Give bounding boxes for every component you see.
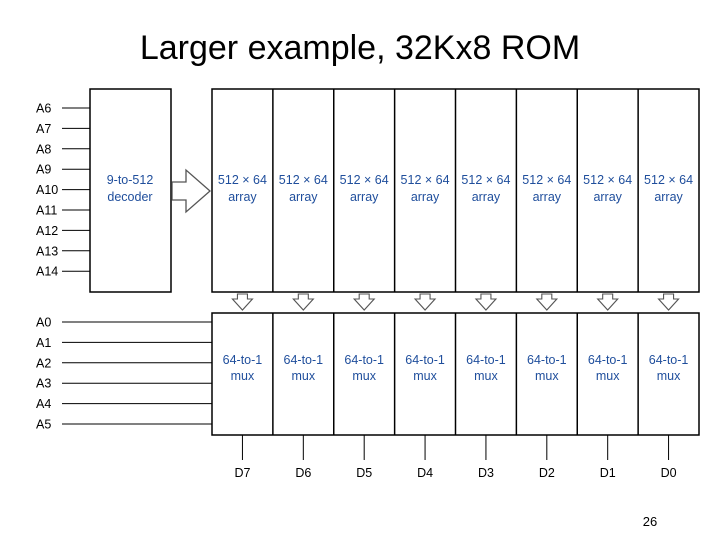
page-number: 26 bbox=[642, 514, 658, 529]
mux-select-label: A4 bbox=[36, 397, 51, 411]
output-label: D7 bbox=[234, 466, 250, 480]
mux-select-label: A5 bbox=[36, 418, 51, 432]
mux-label: 64-to-1 bbox=[588, 353, 628, 367]
mux-label: 64-to-1 bbox=[649, 353, 689, 367]
decoder-input-label: A13 bbox=[36, 244, 58, 258]
decoder-input-label: A10 bbox=[36, 183, 58, 197]
mux-label: mux bbox=[474, 369, 498, 383]
output-label: D4 bbox=[417, 466, 433, 480]
array-label: array bbox=[228, 190, 257, 204]
mux-label: mux bbox=[413, 369, 437, 383]
outputs-group: D7 D6 D5 D4 D3 D2 D1 D0 bbox=[234, 435, 677, 480]
array-label: 512 × 64 bbox=[401, 173, 450, 187]
decoder-input-label: A8 bbox=[36, 142, 51, 156]
decoder-input-label: A7 bbox=[36, 122, 51, 136]
array-to-mux-arrow bbox=[474, 293, 498, 311]
mux-label: 64-to-1 bbox=[405, 353, 445, 367]
array-to-mux-arrow bbox=[231, 293, 254, 311]
array-label: array bbox=[533, 190, 562, 204]
output-label: D2 bbox=[539, 466, 555, 480]
array-label: 512 × 64 bbox=[461, 173, 510, 187]
mux-select-label: A3 bbox=[36, 377, 51, 391]
array-label: 512 × 64 bbox=[522, 173, 571, 187]
array-to-mux-arrow bbox=[657, 293, 680, 311]
array-label: array bbox=[593, 190, 622, 204]
output-label: D0 bbox=[661, 466, 677, 480]
mux-label: mux bbox=[596, 369, 620, 383]
decoder-to-array-arrow bbox=[171, 168, 211, 214]
array-to-mux-arrow bbox=[596, 293, 619, 311]
slide-title: Larger example, 32Kx8 ROM bbox=[139, 29, 581, 67]
array-label: array bbox=[654, 190, 683, 204]
array-label: 512 × 64 bbox=[279, 173, 328, 187]
decoder-input-label: A11 bbox=[36, 204, 57, 218]
mux-label: 64-to-1 bbox=[344, 353, 384, 367]
array-label: array bbox=[350, 190, 379, 204]
mux-label: 64-to-1 bbox=[466, 353, 506, 367]
mux-label: mux bbox=[352, 369, 376, 383]
decoder-box bbox=[89, 88, 172, 293]
mux-label: 64-to-1 bbox=[284, 353, 324, 367]
output-label: D5 bbox=[356, 466, 372, 480]
array-label: 512 × 64 bbox=[340, 173, 389, 187]
array-label: 512 × 64 bbox=[644, 173, 693, 187]
array-to-mux-arrow bbox=[413, 293, 437, 311]
mux-label: mux bbox=[535, 369, 559, 383]
array-to-mux-arrow bbox=[292, 293, 315, 311]
decoder-input-label: A9 bbox=[36, 163, 51, 177]
mux-label: mux bbox=[231, 369, 255, 383]
mux-label: mux bbox=[657, 369, 681, 383]
array-label: 512 × 64 bbox=[583, 173, 632, 187]
mux-select-label: A0 bbox=[36, 316, 51, 330]
decoder-input-label: A14 bbox=[36, 265, 58, 279]
mux-select-label: A2 bbox=[36, 356, 51, 370]
mux-select-label: A1 bbox=[36, 336, 51, 350]
mux-label: mux bbox=[292, 369, 316, 383]
decoder-input-label: A6 bbox=[36, 102, 51, 116]
array-label: array bbox=[472, 190, 501, 204]
mux-group: 64-to-1 mux 64-to-1 mux 64-to-1 mux 64-to-1 mux… bbox=[36, 312, 700, 436]
array-to-mux-arrow bbox=[352, 293, 376, 311]
decoder-label: decoder bbox=[107, 190, 152, 204]
output-label: D3 bbox=[478, 466, 494, 480]
array-to-mux-arrow bbox=[535, 293, 559, 311]
mux-label: 64-to-1 bbox=[527, 353, 567, 367]
array-label: array bbox=[411, 190, 440, 204]
output-label: D1 bbox=[600, 466, 616, 480]
decoder-label: 9-to-512 bbox=[107, 173, 154, 187]
array-label: array bbox=[289, 190, 318, 204]
decoder-input-label: A12 bbox=[36, 224, 58, 238]
array-label: 512 × 64 bbox=[218, 173, 267, 187]
mux-label: 64-to-1 bbox=[223, 353, 263, 367]
output-label: D6 bbox=[295, 466, 311, 480]
arrays-group: 512 × 64 array 512 × 64 array 512 × 64 array 5… bbox=[211, 88, 700, 311]
